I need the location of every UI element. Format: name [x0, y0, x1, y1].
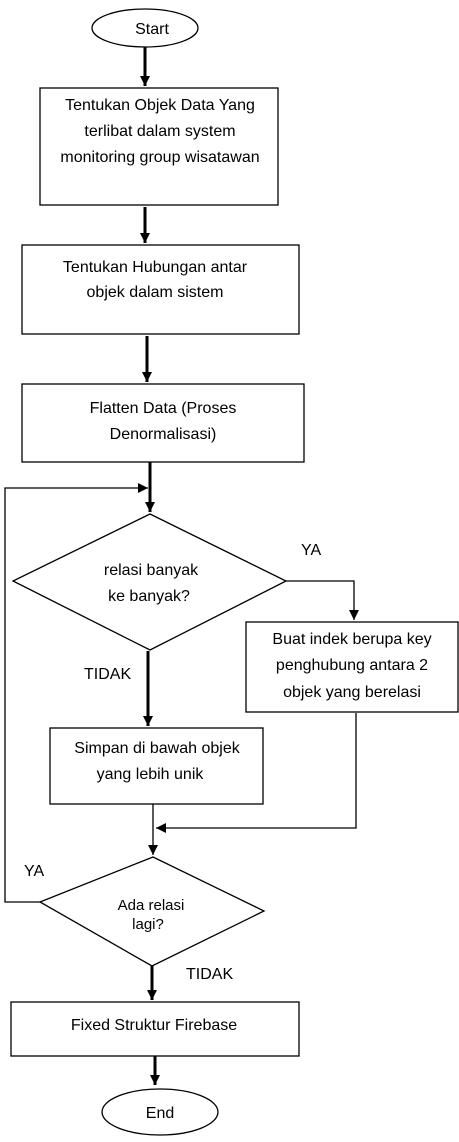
edge-label-no: TIDAK	[186, 966, 233, 983]
end-label: End	[146, 1105, 174, 1122]
process-identify-data-objects: Tentukan Objek Data Yang terlibat dalam …	[39, 87, 279, 206]
process-label-line: monitoring group wisatawan	[60, 149, 259, 166]
start-label: Start	[135, 21, 169, 38]
decision-more-relations: Ada relasi lagi?	[38, 856, 266, 967]
edge-decision2-yes-loop	[4, 483, 148, 903]
process-label-line: Buat indek berupa key	[272, 631, 431, 648]
process-label-line: Denormalisasi)	[110, 426, 217, 443]
decision-many-to-many: relasi banyak ke banyak?	[11, 513, 288, 651]
decision-label-line: Ada relasi	[118, 897, 185, 914]
process-label: Fixed Struktur Firebase	[71, 1017, 237, 1034]
process-label-line: penghubung antara 2	[276, 657, 428, 674]
process-label-line: Tentukan Objek Data Yang	[65, 97, 255, 114]
process-store-under-unique-object: Simpan di bawah objek yang lebih unik	[49, 727, 264, 805]
process-label-line: Simpan di bawah objek	[74, 740, 240, 757]
process-label-line: objek yang berelasi	[283, 684, 421, 701]
process-flatten-data: Flatten Data (Proses Denormalisasi)	[21, 383, 305, 463]
edge-label-yes: YA	[301, 542, 321, 559]
process-label-line: yang lebih unik	[97, 766, 205, 783]
decision-label-line: relasi banyak	[104, 562, 199, 579]
edge-decision1-yes	[286, 580, 359, 620]
edge-label-yes: YA	[24, 863, 44, 880]
process-label-line: objek dalam sistem	[87, 284, 224, 301]
process-create-index-key: Buat indek berupa key penghubung antara …	[245, 621, 459, 713]
process-identify-relations: Tentukan Hubungan antar objek dalam sist…	[21, 244, 300, 335]
decision-label-line: ke banyak?	[108, 588, 190, 605]
end-terminator: End	[101, 1088, 219, 1136]
edge-label-no: TIDAK	[84, 666, 131, 683]
process-label-line: Tentukan Hubungan antar	[63, 259, 248, 276]
decision-label-line: lagi?	[132, 916, 164, 933]
process-label-line: Flatten Data (Proses	[90, 400, 237, 417]
start-terminator: Start	[91, 8, 199, 48]
edge-yes-branch-to-merge	[156, 713, 357, 833]
process-fixed-firebase-structure: Fixed Struktur Firebase	[10, 1001, 300, 1057]
process-label-line: terlibat dalam system	[84, 123, 235, 140]
